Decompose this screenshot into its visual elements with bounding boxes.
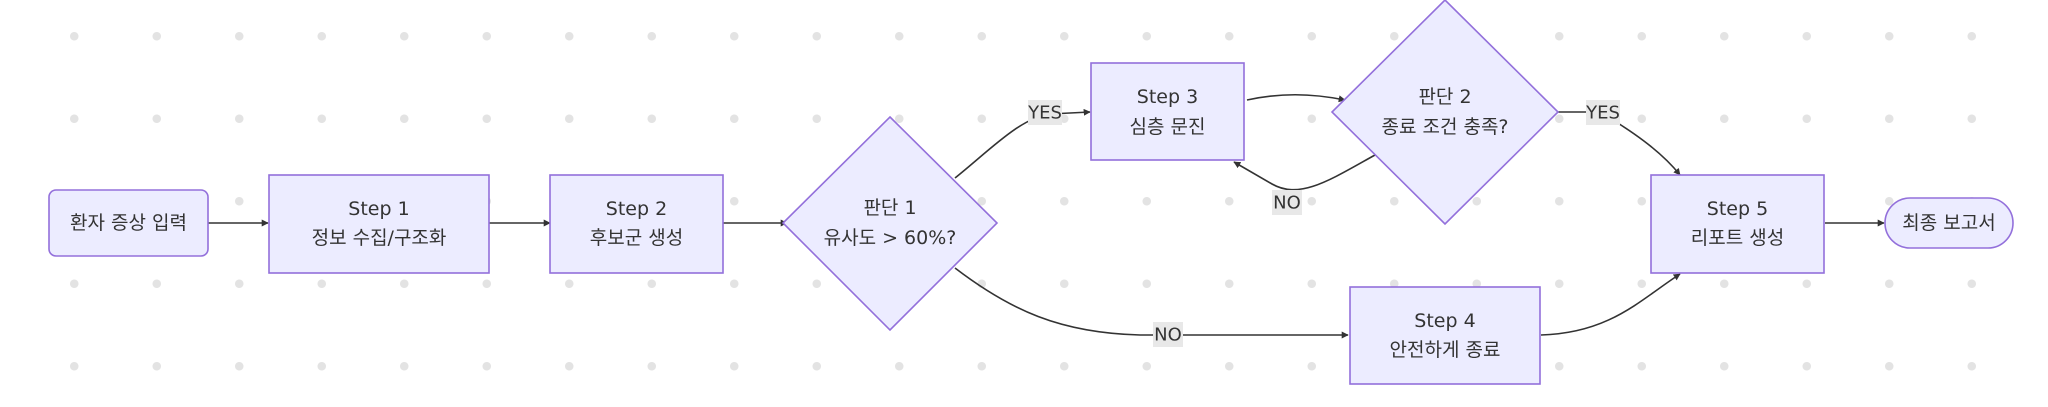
node-step3-title: Step 3 xyxy=(1137,86,1198,108)
node-step5-label: 리포트 생성 xyxy=(1691,227,1784,249)
edge-label-decision2-no: NO xyxy=(1272,190,1302,215)
node-start: 환자 증상 입력 xyxy=(48,189,209,257)
node-step3: Step 3 심층 문진 xyxy=(1090,62,1245,161)
node-decision1-title: 판단 1 xyxy=(863,197,916,219)
edge-label-decision2-yes: YES xyxy=(1585,100,1620,125)
node-decision2-label: 종료 조건 충족? xyxy=(1381,116,1508,138)
node-step4-label: 안전하게 종료 xyxy=(1390,339,1501,361)
node-step2-title: Step 2 xyxy=(606,198,667,220)
node-end: 최종 보고서 xyxy=(1884,197,2014,249)
node-step5: Step 5 리포트 생성 xyxy=(1650,174,1825,274)
node-step2-label: 후보군 생성 xyxy=(590,227,683,249)
edge-label-decision1-yes: YES xyxy=(1027,100,1062,125)
node-step2: Step 2 후보군 생성 xyxy=(549,174,724,274)
node-step1: Step 1 정보 수집/구조화 xyxy=(268,174,490,274)
node-step4: Step 4 안전하게 종료 xyxy=(1349,286,1541,385)
edge-step3-to-decision2 xyxy=(1246,93,1346,103)
node-step3-label: 심층 문진 xyxy=(1130,116,1206,138)
node-decision1: 판단 1 유사도 > 60%? xyxy=(781,115,999,332)
svg-text:NO: NO xyxy=(1154,325,1182,346)
node-step1-title: Step 1 xyxy=(348,198,409,220)
edge-decision1-to-step4 xyxy=(954,267,1349,339)
node-end-label: 최종 보고서 xyxy=(1902,212,1995,234)
node-decision2: 판단 2 종료 조건 충족? xyxy=(1330,0,1560,226)
edge-decision2-to-step3 xyxy=(1233,154,1376,191)
svg-text:YES: YES xyxy=(1585,103,1620,124)
svg-text:NO: NO xyxy=(1273,193,1301,214)
edge-decision1-to-step3 xyxy=(954,108,1091,179)
svg-text:YES: YES xyxy=(1027,103,1062,124)
node-decision2-title: 판단 2 xyxy=(1418,86,1471,108)
node-step1-label: 정보 수집/구조화 xyxy=(312,227,447,249)
node-start-label: 환자 증상 입력 xyxy=(70,212,187,234)
node-step4-title: Step 4 xyxy=(1414,310,1475,332)
edges xyxy=(208,93,1885,339)
node-decision1-label: 유사도 > 60%? xyxy=(824,227,957,249)
node-step5-title: Step 5 xyxy=(1707,198,1768,220)
edge-label-decision1-no: NO xyxy=(1153,322,1183,347)
edge-step4-to-step5 xyxy=(1540,273,1681,336)
